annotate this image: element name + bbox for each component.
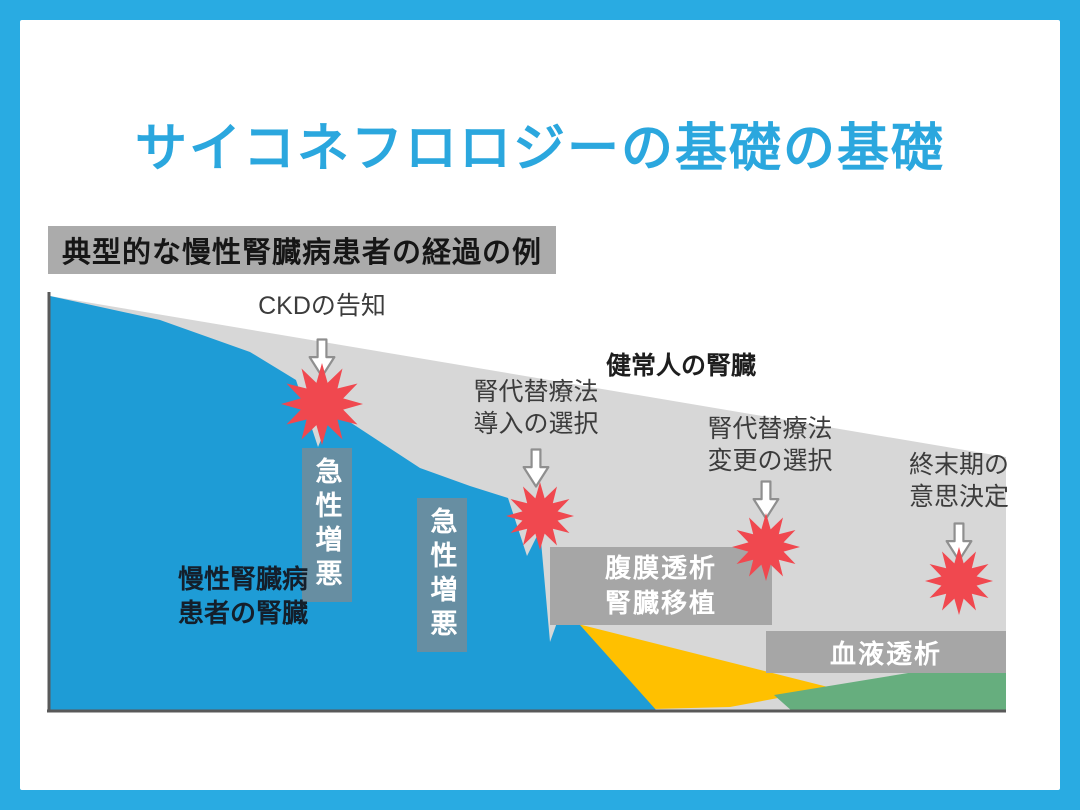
- pd-label-line2: 腎臓移植: [604, 588, 717, 618]
- pd-label-line1: 腹膜透析: [604, 553, 717, 583]
- label-healthy-kidney: 健常人の腎臓: [606, 350, 866, 382]
- label-end-of-life-line2: 意思決定: [908, 483, 1009, 511]
- label-rrt-intro-line2: 導入の選択: [473, 410, 599, 438]
- label-patient-kidney-line1: 慢性腎臓病: [177, 564, 308, 594]
- label-patient-kidney-line2: 患者の腎臓: [177, 598, 308, 628]
- label-ckd-notice-text: CKDの告知: [258, 292, 386, 320]
- page-title: サイコネフロロジーの基礎の基礎: [134, 120, 945, 178]
- caption-box: 典型的な慢性腎臓病患者の経過の例: [48, 226, 557, 274]
- label-rrt-intro: 腎代替療法 導入の選択: [426, 376, 646, 440]
- label-rrt-change-line2: 変更の選択: [707, 447, 833, 475]
- label-healthy-kidney-text: 健常人の腎臓: [606, 352, 757, 380]
- label-end-of-life: 終末期の 意思決定: [849, 449, 1069, 513]
- label-rrt-change-line1: 腎代替療法: [707, 415, 833, 443]
- acute-worsening-label-2: 急性増悪: [426, 507, 457, 643]
- acute-worsening-box-2: 急性増悪: [417, 498, 467, 652]
- hemodialysis-box: 血液透析: [766, 631, 1006, 673]
- label-patient-kidney: 慢性腎臓病 患者の腎臓: [146, 562, 340, 630]
- hd-label: 血液透析: [829, 638, 942, 669]
- label-rrt-change: 腎代替療法 変更の選択: [660, 413, 880, 477]
- peritoneal-dialysis-transplant-box: 腹膜透析 腎臓移植: [550, 547, 772, 625]
- label-ckd-notice: CKDの告知: [212, 290, 432, 322]
- label-end-of-life-line1: 終末期の: [908, 451, 1009, 479]
